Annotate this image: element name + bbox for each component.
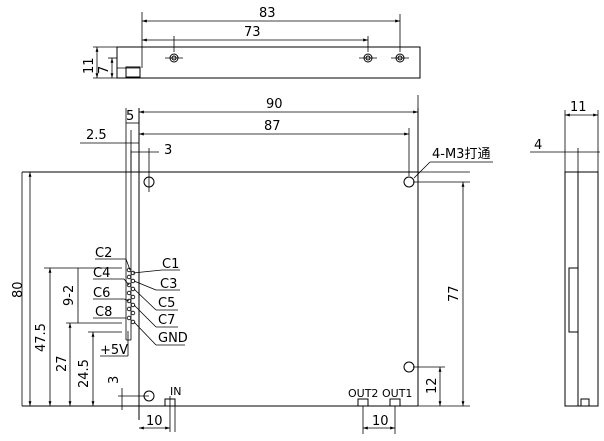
connector-pins xyxy=(126,267,136,325)
pin-label-c8: C8 xyxy=(95,305,112,320)
mount-hole-top-right xyxy=(403,176,415,188)
dim-24-5-label: 24.5 xyxy=(77,359,92,388)
dim-3-top-label: 3 xyxy=(164,143,172,158)
pin-label-c2: C2 xyxy=(95,246,112,261)
pin-label-c3: C3 xyxy=(160,277,177,292)
dim-77-label: 77 xyxy=(447,285,462,302)
dim-side-4-label: 4 xyxy=(534,138,542,153)
out2-label: OUT2 xyxy=(348,387,378,400)
dim-87-label: 87 xyxy=(264,119,281,134)
dim-83-label: 83 xyxy=(259,6,276,21)
dim-90-label: 90 xyxy=(266,97,283,112)
top-hole-right xyxy=(391,53,409,63)
top-view-tab xyxy=(125,66,141,78)
dim-47-5-label: 47.5 xyxy=(34,323,49,352)
top-hole-mid xyxy=(359,53,377,63)
side-view-board-edge xyxy=(564,171,579,407)
dim-10-left-label: 10 xyxy=(146,414,163,429)
in-label: IN xyxy=(170,385,181,398)
top-view: 83 73 11 7 xyxy=(82,6,421,79)
dim-7-label: 7 xyxy=(97,66,112,74)
pin-label-plus5v: +5V xyxy=(100,343,128,358)
dim-5-label: 5 xyxy=(126,109,134,124)
dim-27-label: 27 xyxy=(55,355,70,372)
pin-label-gnd: GND xyxy=(158,331,188,346)
dim-12-label: 12 xyxy=(425,377,440,394)
dim-11-label: 11 xyxy=(82,57,97,74)
side-view-component xyxy=(568,267,579,333)
dim-9-2-label: 9-2 xyxy=(62,285,77,306)
pin-label-c4: C4 xyxy=(93,266,110,281)
top-view-body xyxy=(116,46,421,79)
out1-connector xyxy=(389,398,401,407)
pin-label-c5: C5 xyxy=(158,296,175,311)
dim-side-11-label: 11 xyxy=(570,100,587,115)
pin-label-c7: C7 xyxy=(158,313,175,328)
out2-connector xyxy=(357,398,369,407)
dim-10-right-label: 10 xyxy=(372,414,389,429)
dim-80-label: 80 xyxy=(11,281,26,298)
side-view-connector xyxy=(580,398,590,407)
pin-label-c1: C1 xyxy=(162,257,179,272)
side-view-body xyxy=(564,171,599,407)
pin-label-c6: C6 xyxy=(93,286,110,301)
hole-note-label: 4-M3打通 xyxy=(432,147,490,162)
mount-hole-bottom-right xyxy=(403,361,415,373)
side-view: 11 4 xyxy=(530,100,600,407)
dim-3-bottom-label: 3 xyxy=(107,376,122,384)
front-view: 90 87 5 2.5 3 4-M3打通 80 47.5 9-2 27 xyxy=(11,95,493,434)
dim-2-5-label: 2.5 xyxy=(86,128,107,143)
top-hole-left xyxy=(165,53,183,63)
dim-73-label: 73 xyxy=(244,25,261,40)
out1-label: OUT1 xyxy=(382,387,412,400)
